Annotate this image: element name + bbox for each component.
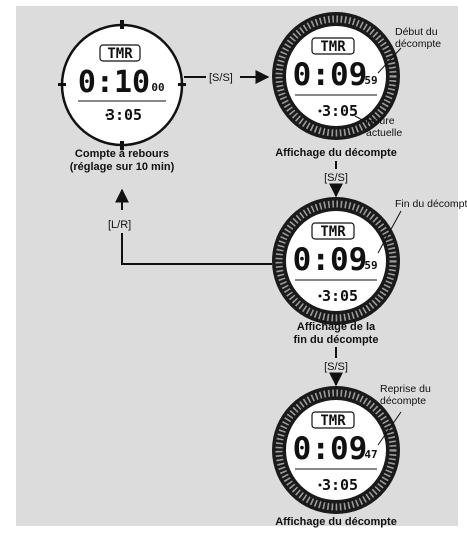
countdown-time: 0:09 [293,242,368,278]
mode-indicator-box [311,222,355,240]
caption-line-2: fin du décompte [294,334,379,346]
mode-indicator-box [311,411,355,429]
current-time: 3:05 [322,102,358,120]
caption-line-1: Affichage du décompte [275,147,397,159]
button-label: [S/S] [324,172,348,184]
callout-text-1: Début du [395,26,438,38]
current-time: 3:05 [106,106,142,124]
arrow-path [121,233,272,265]
callout-current-time: Heure actuelle [354,115,402,139]
callout-leader [377,47,402,74]
button-label: [S/S] [209,72,233,84]
bezel-marker-left [58,83,66,86]
watch-countdown-end: TMR 0:09 59 3:05 Affichage de la fin du … [272,197,400,346]
bezel-marker-bottom [120,141,124,150]
countdown-seconds: 59 [364,74,377,87]
pm-dot [318,109,322,113]
bezel-ticks [275,389,397,511]
countdown-seconds: 00 [151,81,164,94]
watch-countdown: TMR 0:09 59 3:05 Affichage du décompte [272,12,400,159]
callout-start: Début du décompte [377,26,441,74]
countdown-time: 0:09 [293,57,368,93]
bezel-marker-right [178,83,186,86]
watch-setting: TMR 0:10 00 3:05 Compte à rebours (régla… [58,20,186,173]
callout-leader [377,411,402,446]
caption-line-1: Compte à rebours [75,148,169,160]
bezel-ticks [275,15,397,137]
callout-text-2: décompte [380,395,426,407]
callout-text-2: décompte [395,38,441,50]
mode-indicator-box [99,44,141,62]
mode-indicator: TMR [320,224,346,240]
callout-text-2: actuelle [366,127,402,139]
flow-arrow-lr: [L/R] [108,188,272,265]
pm-dot [318,294,322,298]
callout-text-1: Fin du décompte [395,198,467,210]
current-time: 3:05 [322,476,358,494]
mode-indicator-box [311,37,355,55]
callout-leader [377,210,402,254]
current-time: 3:05 [322,287,358,305]
flow-arrow-ss-1: [S/S] [184,70,270,84]
pm-dot [105,113,109,117]
countdown-seconds: 59 [364,259,377,272]
watch-countdown-resumed: TMR 0:09 47 3:05 Affichage du décompte [272,386,400,528]
watch-face [286,26,386,126]
watch-face [286,400,386,500]
mode-indicator: TMR [107,46,133,62]
callout-resume: Reprise du décompte [377,383,431,446]
flow-arrow-ss-2: [S/S] [324,161,348,198]
button-label: [S/S] [324,361,348,373]
caption-line-1: Affichage de la [297,321,376,333]
bezel-marker-top [120,20,124,29]
button-label: [L/R] [108,219,131,231]
mode-indicator: TMR [320,413,346,429]
watch-face [286,211,386,311]
mode-indicator: TMR [320,39,346,55]
callout-end: Fin du décompte [377,198,467,254]
caption-line-2: (réglage sur 10 min) [70,161,175,173]
callout-leader [354,115,367,123]
countdown-seconds: 47 [364,448,377,461]
pm-dot [318,483,322,487]
bezel-ticks [275,200,397,322]
countdown-time: 0:09 [293,431,368,467]
callout-text-1: Reprise du [380,383,431,395]
countdown-time: 0:10 [78,65,150,100]
flow-arrow-ss-3: [S/S] [324,347,348,387]
caption-line-1: Affichage du décompte [275,516,397,528]
callout-text-1: Heure [366,115,395,127]
